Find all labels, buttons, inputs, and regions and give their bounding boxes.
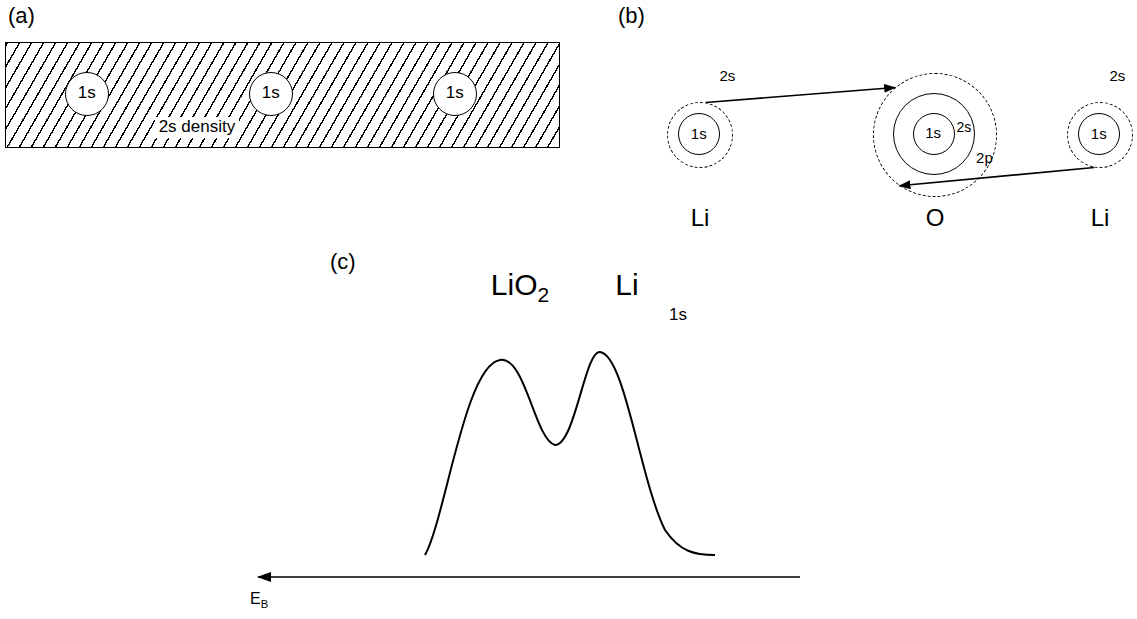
core-orbital: 1s <box>433 72 477 116</box>
orbital-label: 2s <box>719 68 735 85</box>
atom-label: Li <box>1091 205 1110 231</box>
core-orbital: 1s <box>678 113 720 155</box>
orbital-label: 2s <box>1109 68 1125 85</box>
valence-shell: 2s1s <box>1067 102 1133 168</box>
energy-axis <box>258 576 800 578</box>
electron-density-band: 2s density 1s 1s 1s <box>5 42 560 148</box>
spectrum-curve <box>425 352 715 555</box>
atom-label: Li <box>691 205 710 231</box>
orbital-label: 1s <box>78 84 96 103</box>
axis-label: EB <box>250 590 268 608</box>
orbital-label: 1s <box>691 126 707 143</box>
electron-transfer-arrow <box>899 167 1094 185</box>
orbital-label: 1s <box>669 306 687 325</box>
electron-transfer-arrow <box>706 88 895 103</box>
peak-label: Li <box>615 268 638 301</box>
valence-shell: 2p 2s 1s <box>873 73 997 197</box>
panel-label: (b) <box>618 4 645 28</box>
core-orbital: 1s <box>913 113 955 155</box>
atom-label: O <box>926 205 945 231</box>
core-orbital: 1s <box>65 72 109 116</box>
orbital-label: 2p <box>976 150 993 167</box>
orbital-label: 2s density <box>155 117 240 138</box>
core-orbital: 1s <box>249 72 293 116</box>
panel-label: (a) <box>8 4 35 28</box>
orbital-label: 1s <box>262 84 280 103</box>
valence-shell: 2s1s <box>667 102 733 168</box>
orbital-label: 1s <box>1091 126 1107 143</box>
orbital-shell: 2s 1s <box>893 93 975 175</box>
peak-label: LiO2 <box>491 268 549 301</box>
orbital-label: 1s <box>446 84 464 103</box>
core-orbital: 1s <box>1078 113 1120 155</box>
orbital-label: 1s <box>925 125 941 142</box>
panel-label: (c) <box>330 250 356 274</box>
orbital-label: 2s <box>956 120 971 135</box>
